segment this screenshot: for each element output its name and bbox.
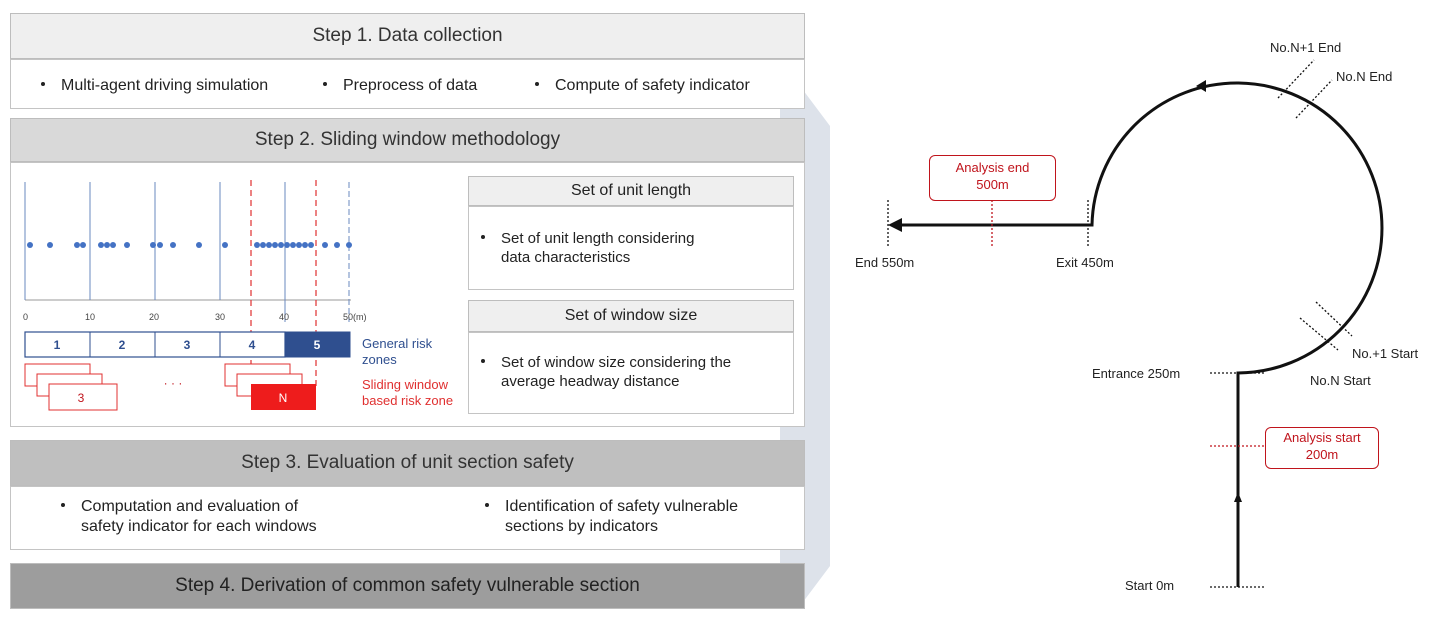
tick-30: 30 — [215, 312, 225, 322]
zone-1: 1 — [54, 338, 61, 352]
step3-body: Computation and evaluation of safety ind… — [10, 486, 805, 550]
label-n1-start: No.+1 Start — [1352, 346, 1419, 361]
step1-title: Step 1. Data collection — [312, 25, 503, 46]
analysis-start-box: Analysis start 200m — [1265, 427, 1379, 469]
analysis-markers — [991, 200, 1265, 447]
step1-bullet-2: Preprocess of data — [323, 75, 477, 97]
road-path — [895, 81, 1384, 587]
sliding-window-label: Sliding window based risk zone — [362, 377, 454, 408]
unit-length-body: Set of unit length considering data char… — [468, 206, 794, 290]
label-n-start: No.N Start — [1310, 373, 1371, 388]
step2-header: Step 2. Sliding window methodology — [10, 118, 805, 162]
step1-bullet-3: Compute of safety indicator — [535, 75, 750, 97]
label-n1-end: No.N+1 End — [1270, 40, 1342, 55]
zone-2: 2 — [119, 338, 126, 352]
step1-bullet-1: Multi-agent driving simulation — [41, 75, 268, 97]
tick-40: 40 — [279, 312, 289, 322]
dotted-markers — [887, 59, 1353, 588]
general-risk-label: General risk zones — [362, 336, 433, 367]
step2-title: Step 2. Sliding window methodology — [254, 129, 561, 150]
tick-50: 50(m) — [343, 312, 367, 322]
step1-header: Step 1. Data collection — [10, 13, 805, 59]
window-size-header: Set of window size — [468, 300, 794, 332]
step1-body: Multi-agent driving simulation Preproces… — [10, 59, 805, 109]
road-map — [887, 59, 1384, 588]
loop-arrow-head — [1196, 80, 1206, 92]
step3-bullet-2: Identification of safety vulnerable sect… — [485, 497, 738, 537]
general-risk-zones — [24, 331, 351, 358]
label-end: End 550m — [855, 255, 915, 270]
unit-length-header: Set of unit length — [468, 176, 794, 206]
zone-4: 4 — [249, 338, 256, 352]
tick-20: 20 — [149, 312, 159, 322]
grid-lines — [24, 182, 350, 322]
exit-arrow-head — [888, 218, 902, 232]
zone-5-fill — [284, 331, 351, 358]
window-size-text: Set of window size considering the avera… — [481, 353, 731, 391]
tick-10: 10 — [85, 312, 95, 322]
vehicle-points — [27, 242, 352, 248]
tick-0: 0 — [23, 312, 28, 322]
zone-3: 3 — [184, 338, 191, 352]
step3-header: Step 3. Evaluation of unit section safet… — [10, 440, 805, 486]
window-first-label: 3 — [78, 391, 85, 405]
sliding-window-figure: 0 10 20 30 40 50(m) 1 2 3 4 5 3 · · · N — [23, 180, 367, 411]
label-n-end: No.N End — [1336, 69, 1393, 84]
step4-title: Step 4. Derivation of common safety vuln… — [175, 575, 640, 596]
window-size-body: Set of window size considering the avera… — [468, 332, 794, 414]
label-exit: Exit 450m — [1056, 255, 1114, 270]
up-arrow-head — [1234, 492, 1242, 502]
step3-title: Step 3. Evaluation of unit section safet… — [241, 452, 574, 473]
window-ellipsis: · · · — [164, 376, 183, 390]
step4-header: Step 4. Derivation of common safety vuln… — [10, 563, 805, 609]
window-last-fill — [251, 384, 316, 410]
step3-bullet-1: Computation and evaluation of safety ind… — [61, 497, 317, 537]
analysis-end-box: Analysis end 500m — [929, 155, 1056, 201]
window-last-label: N — [279, 391, 288, 405]
label-start: Start 0m — [1125, 578, 1175, 593]
label-entrance: Entrance 250m — [1092, 366, 1181, 381]
window-stack-left — [24, 363, 118, 411]
unit-length-text: Set of unit length considering data char… — [481, 229, 694, 267]
zone-5: 5 — [314, 338, 321, 352]
